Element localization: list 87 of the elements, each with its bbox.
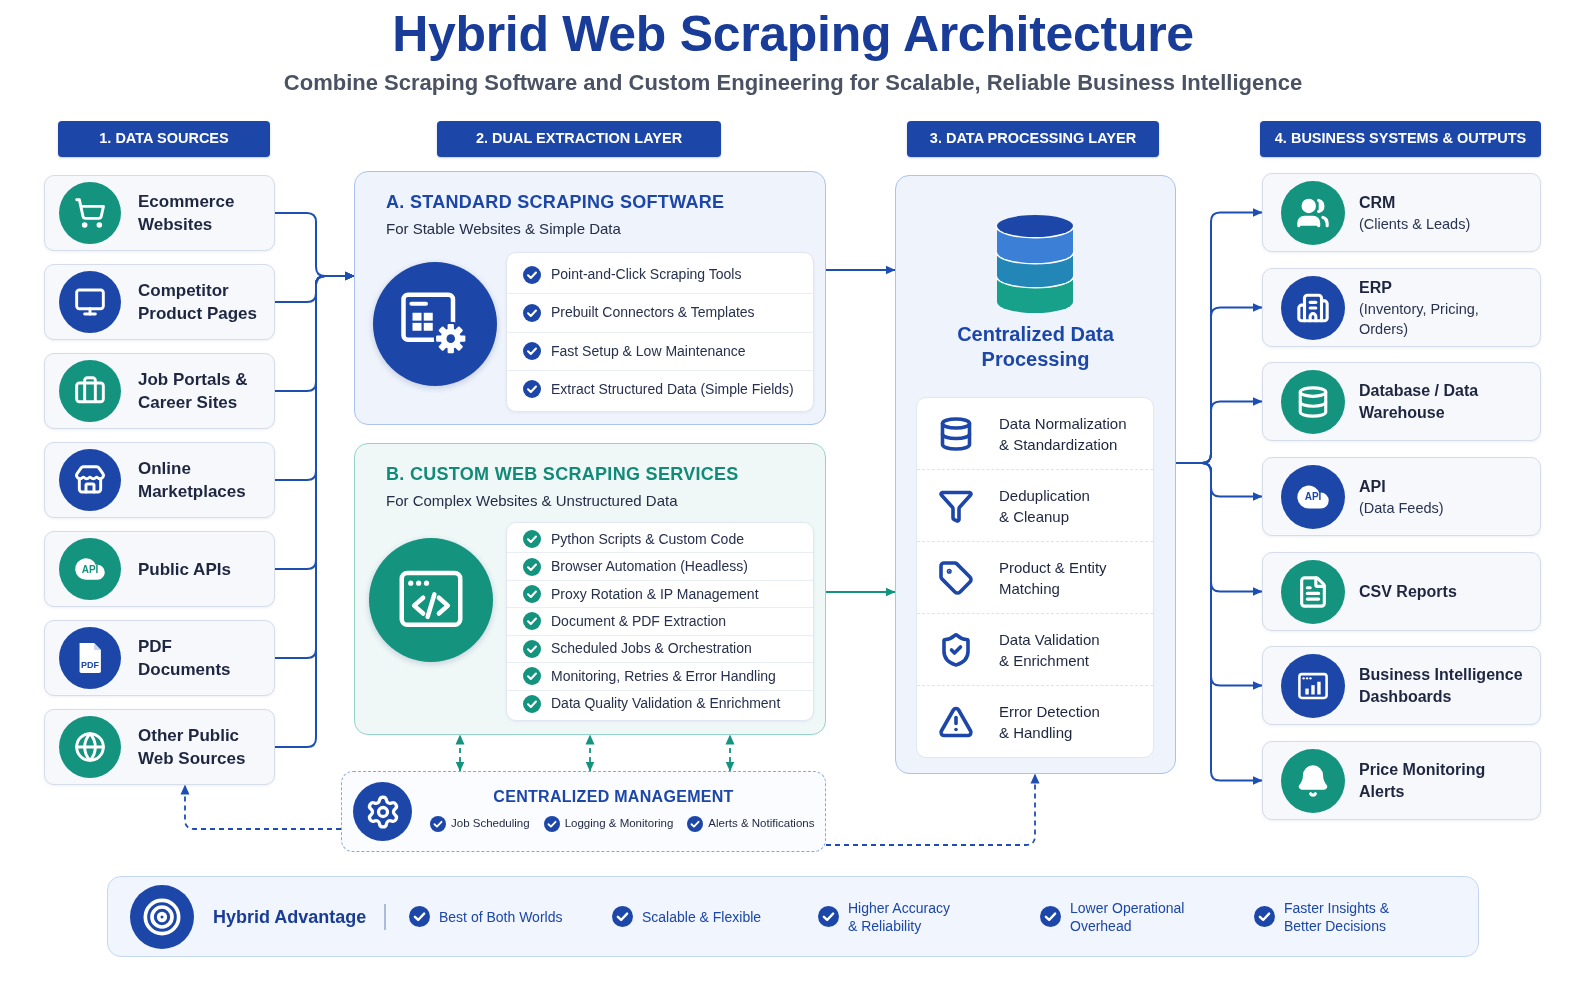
source-label: PDF Documents	[138, 636, 232, 681]
process-step-list	[916, 397, 1154, 758]
panel-title: CENTRALIZED MANAGEMENT	[493, 787, 734, 807]
panel-title: Centralized Data Processing	[956, 322, 1115, 372]
feature-text: Logging & Monitoring	[564, 816, 674, 831]
output-title: CSV Reports	[1359, 581, 1457, 602]
feature-text: Python Scripts & Custom Code	[551, 529, 744, 549]
panel-title: A. STANDARD SCRAPING SOFTWARE	[386, 191, 725, 214]
step-text: Data Validation & Enrichment	[999, 629, 1101, 671]
advantage-text: Lower Operational Overhead	[1070, 898, 1186, 935]
advantage-text: Higher Accuracy & Reliability	[848, 898, 951, 935]
source-card	[44, 709, 275, 785]
source-card	[44, 353, 275, 429]
source-label: Public APIs	[138, 558, 231, 581]
source-label: Ecommerce Websites	[138, 191, 236, 236]
advantage-banner	[107, 876, 1479, 957]
source-card	[44, 620, 275, 696]
output-card	[1262, 362, 1541, 441]
advantage-text: Best of Both Worlds	[439, 907, 563, 926]
source-card	[44, 175, 275, 251]
output-title: Price Monitoring Alerts	[1359, 759, 1487, 802]
arrow	[825, 587, 896, 597]
source-label: Job Portals & Career Sites	[138, 369, 249, 414]
source-card	[44, 442, 275, 518]
banner-title: Hybrid Advantage	[213, 906, 367, 929]
step-text: Deduplication & Cleanup	[999, 485, 1091, 527]
output-card	[1262, 741, 1541, 820]
panel	[354, 171, 826, 425]
output-card	[1262, 646, 1541, 725]
feature-text: Scheduled Jobs & Orchestration	[551, 639, 752, 659]
feature-text: Browser Automation (Headless)	[551, 557, 748, 577]
output-card	[1262, 457, 1541, 536]
source-card	[44, 264, 275, 340]
feature-text: Proxy Rotation & IP Management	[551, 584, 759, 604]
dashed-arrow	[825, 773, 1040, 846]
dashed-arrow	[585, 734, 595, 772]
processing-panel	[895, 175, 1176, 774]
step-text: Data Normalization & Standardization	[999, 413, 1128, 455]
icon-text: PDF	[81, 661, 99, 670]
output-card	[1262, 552, 1541, 631]
diagram-subtitle: Combine Scraping Software and Custom Engineering for Scalable, Reliable Business Intelligence	[283, 69, 1303, 97]
output-subtitle: (Clients & Leads)	[1359, 214, 1471, 234]
management-panel	[341, 771, 826, 852]
panel-subtitle: For Complex Websites & Unstructured Data	[386, 491, 678, 511]
section-header: 2. DUAL EXTRACTION LAYER	[437, 121, 721, 157]
panel-title: B. CUSTOM WEB SCRAPING SERVICES	[386, 463, 739, 486]
step-text: Product & Entity Matching	[999, 557, 1108, 599]
dashed-arrow	[725, 734, 735, 772]
source-label: Other Public Web Sources	[138, 725, 247, 770]
feature-text: Monitoring, Retries & Error Handling	[551, 666, 776, 686]
section-header: 4. BUSINESS SYSTEMS & OUTPUTS	[1260, 121, 1541, 157]
feature-text: Point-and-Click Scraping Tools	[551, 265, 742, 285]
source-label: Online Marketplaces	[138, 458, 247, 503]
source-card	[44, 531, 275, 607]
feature-text: Extract Structured Data (Simple Fields)	[551, 379, 794, 399]
output-title: CRM	[1359, 192, 1396, 213]
icon-text: API	[81, 565, 99, 575]
feature-text: Fast Setup & Low Maintenance	[551, 341, 746, 361]
source-label: Competitor Product Pages	[138, 280, 259, 325]
section-header: 3. DATA PROCESSING LAYER	[907, 121, 1159, 157]
feature-text: Data Quality Validation & Enrichment	[551, 694, 781, 714]
diagram-title: Hybrid Web Scraping Architecture	[392, 5, 1194, 64]
panel	[354, 443, 826, 735]
panel-subtitle: For Stable Websites & Simple Data	[386, 219, 621, 239]
feature-text: Job Scheduling	[451, 816, 530, 831]
section-header: 1. DATA SOURCES	[58, 121, 270, 157]
advantage-text: Faster Insights & Better Decisions	[1284, 898, 1391, 935]
advantage-text: Scalable & Flexible	[642, 907, 762, 926]
feature-text: Alerts & Notifications	[708, 816, 815, 831]
arrow	[274, 271, 355, 748]
arrow	[825, 265, 896, 275]
dashed-arrow	[180, 784, 342, 830]
output-title: API	[1359, 476, 1386, 497]
feature-text: Document & PDF Extraction	[551, 611, 727, 631]
step-text: Error Detection & Handling	[999, 701, 1101, 743]
output-title: Database / Data Warehouse	[1359, 380, 1480, 423]
output-card	[1262, 268, 1541, 347]
dashed-arrow	[455, 734, 465, 772]
output-title: ERP	[1359, 277, 1392, 298]
feature-list	[506, 522, 814, 721]
feature-list	[506, 252, 814, 412]
output-title: Business Intelligence Dashboards	[1359, 664, 1524, 707]
output-subtitle: (Inventory, Pricing, Orders)	[1359, 299, 1480, 339]
output-subtitle: (Data Feeds)	[1359, 498, 1444, 518]
feature-text: Prebuilt Connectors & Templates	[551, 303, 755, 323]
icon-text: API	[1304, 491, 1322, 502]
output-card	[1262, 173, 1541, 252]
